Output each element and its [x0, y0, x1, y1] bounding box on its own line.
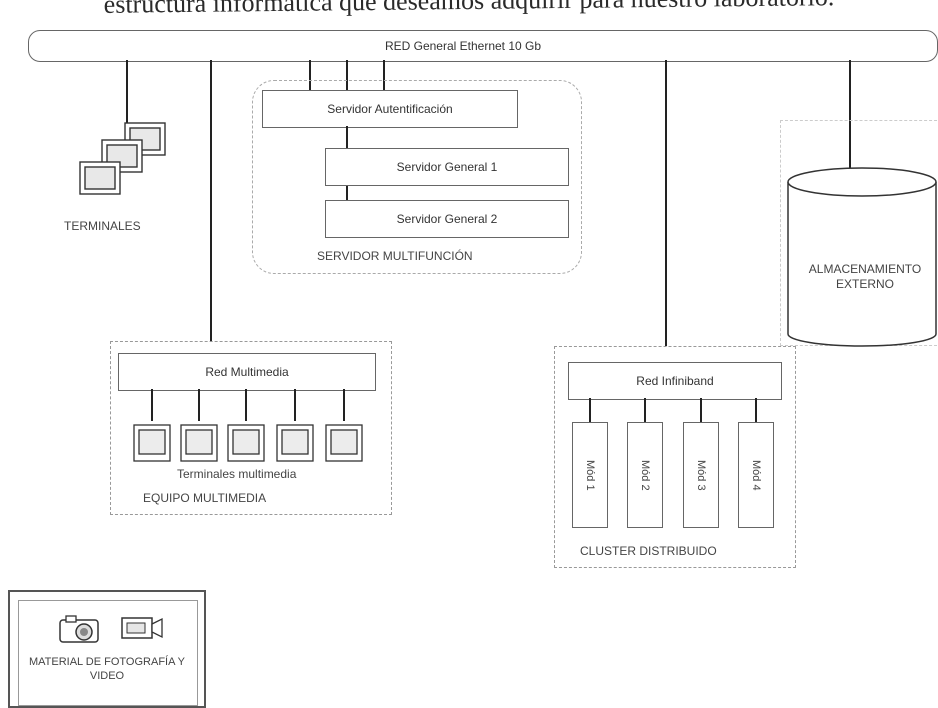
- storage-cylinder: [787, 167, 937, 347]
- server-group: [252, 80, 582, 274]
- cluster-module-3: Mód 3: [683, 422, 719, 528]
- connector-storage: [849, 60, 851, 168]
- connector-auth-general1: [346, 126, 348, 148]
- connector-server-3: [383, 60, 385, 90]
- server-general-1-label: Servidor General 1: [396, 160, 498, 174]
- cluster-module-2-label: Mód 2: [639, 459, 651, 491]
- connector-mod-4: [755, 398, 757, 422]
- connector-mod-2: [644, 398, 646, 422]
- cluster-module-4: Mód 4: [738, 422, 774, 528]
- server-general-1: Servidor General 1: [325, 148, 569, 186]
- terminals-label: TERMINALES: [64, 219, 141, 233]
- multimedia-terminals-label: Terminales multimedia: [177, 467, 297, 481]
- cluster-module-4-label: Mód 4: [750, 459, 762, 491]
- connector-general1-general2: [346, 184, 348, 200]
- photo-video-label: MATERIAL DE FOTOGRAFÍA Y VIDEO: [28, 656, 186, 682]
- terminals-icon: [79, 122, 166, 195]
- server-auth-label: Servidor Autentificación: [327, 102, 453, 116]
- ethernet-bus-label: RED General Ethernet 10 Gb: [384, 39, 542, 53]
- cluster-module-1-label: Mód 1: [584, 459, 596, 491]
- cluster-group-label: CLUSTER DISTRIBUIDO: [580, 544, 717, 558]
- cluster-module-2: Mód 2: [627, 422, 663, 528]
- connector-cluster: [665, 60, 667, 346]
- cluster-network-label: Red Infiniband: [636, 374, 714, 388]
- ethernet-bus: RED General Ethernet 10 Gb: [28, 30, 938, 62]
- cluster-network: Red Infiniband: [568, 362, 782, 400]
- connector-server-1: [309, 60, 311, 90]
- photo-video-inner: [18, 600, 198, 706]
- camera-icon: [59, 615, 99, 643]
- server-auth: Servidor Autentificación: [262, 90, 518, 128]
- server-group-label: SERVIDOR MULTIFUNCIÓN: [317, 249, 473, 263]
- connector-server-2: [346, 60, 348, 90]
- header-text: estructura informática que deseamos adqu…: [103, 0, 835, 19]
- connector-mod-3: [700, 398, 702, 422]
- cluster-module-3-label: Mód 3: [695, 459, 707, 491]
- video-camera-icon: [121, 617, 163, 639]
- multimedia-group: [110, 341, 392, 515]
- server-general-2-label: Servidor General 2: [396, 212, 498, 226]
- connector-mod-1: [589, 398, 591, 422]
- storage-label: ALMACENAMIENTO EXTERNO: [808, 262, 922, 291]
- multimedia-terminals-icon: [133, 389, 363, 462]
- connector-multimedia: [210, 60, 212, 342]
- cluster-group: [554, 346, 796, 568]
- server-general-2: Servidor General 2: [325, 200, 569, 238]
- multimedia-network-label: Red Multimedia: [205, 365, 289, 379]
- cluster-module-1: Mód 1: [572, 422, 608, 528]
- multimedia-network: Red Multimedia: [118, 353, 376, 391]
- multimedia-group-label: EQUIPO MULTIMEDIA: [143, 491, 267, 505]
- connector-terminals: [126, 60, 128, 150]
